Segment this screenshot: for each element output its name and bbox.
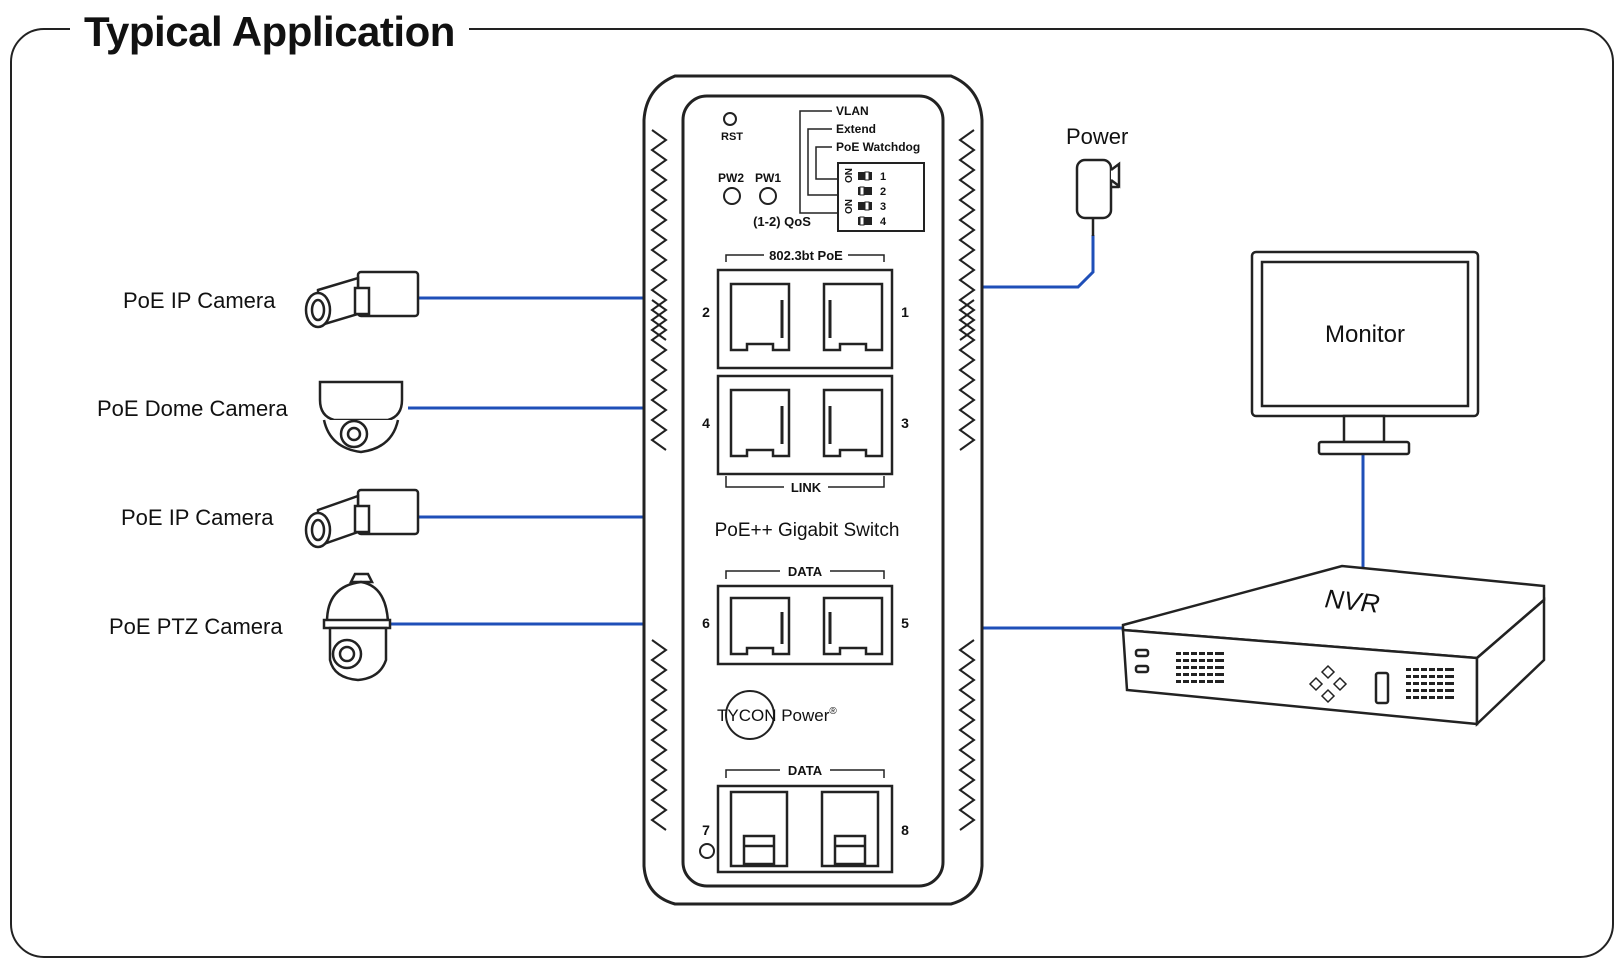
camera-2-label: PoE IP Camera (121, 505, 274, 530)
poe-switch (642, 74, 984, 906)
rj45-port-3 (822, 388, 884, 458)
link-group-label: LINK (791, 480, 822, 495)
port-number-2: 2 (702, 304, 710, 320)
poe-group-label: 802.3bt PoE (769, 248, 843, 263)
diagram-title: Typical Application (70, 6, 469, 58)
pw1-label: PW1 (755, 171, 781, 185)
dip-number-3: 3 (880, 201, 886, 213)
port-number-8: 8 (901, 822, 909, 838)
dome-camera-icon (318, 380, 404, 454)
nvr-vents (1176, 652, 1454, 699)
tycon-logo-mark (725, 690, 775, 740)
nvr-vent-gaps (1181, 652, 1445, 699)
diagram-frame (10, 28, 1614, 958)
switch-labels: RST PW2 PW1 (1-2) QoS VLAN Extend PoE Wa… (702, 104, 920, 838)
pw2-label: PW2 (718, 171, 744, 185)
dome-camera-label: PoE Dome Camera (97, 396, 288, 421)
link-power (978, 235, 1095, 289)
port-number-3: 3 (901, 415, 909, 431)
port-number-4: 4 (702, 415, 710, 431)
rst-label: RST (721, 131, 743, 143)
power-adapter-icon (1075, 158, 1121, 236)
port-number-1: 1 (901, 304, 909, 320)
dip-label-vlan: VLAN (836, 104, 869, 118)
dip-number-4: 4 (880, 216, 887, 228)
dip-on-label-2: ON (844, 199, 855, 214)
camera-1-label: PoE IP Camera (123, 288, 276, 313)
rj45-port-6 (729, 596, 791, 656)
data-group-label-2: DATA (788, 763, 823, 778)
brand-name: TYCON Power® (717, 706, 837, 725)
qos-label: (1-2) QoS (753, 214, 811, 229)
dip-on-label: ON (844, 168, 855, 183)
dip-label-watchdog: PoE Watchdog (836, 140, 920, 154)
rj45-port-4 (729, 388, 791, 458)
nvr-label: NVR (1323, 583, 1381, 619)
ptz-camera-icon (322, 572, 392, 682)
switch-name: PoE++ Gigabit Switch (715, 520, 900, 541)
ptz-camera-label: PoE PTZ Camera (109, 614, 283, 639)
pw2-led (723, 187, 741, 205)
data-group-label-1: DATA (788, 564, 823, 579)
dip-number-1: 1 (880, 171, 886, 183)
dip-label-extend: Extend (836, 122, 876, 136)
port-number-5: 5 (901, 615, 909, 631)
power-label: Power (1066, 124, 1129, 149)
sfp-led (699, 843, 715, 859)
rj45-port-2 (729, 282, 791, 352)
ip-camera-1-icon (304, 270, 420, 329)
reset-button (723, 112, 737, 126)
pw1-led (759, 187, 777, 205)
dip-switch (837, 162, 925, 232)
dip-number-2: 2 (880, 186, 886, 198)
port-number-6: 6 (702, 615, 710, 631)
port-number-7: 7 (702, 822, 710, 838)
rj45-port-1 (822, 282, 884, 352)
ip-camera-2-icon (304, 488, 420, 549)
monitor-icon (1250, 250, 1480, 456)
monitor-label: Monitor (1325, 321, 1405, 348)
rj45-port-5 (822, 596, 884, 656)
